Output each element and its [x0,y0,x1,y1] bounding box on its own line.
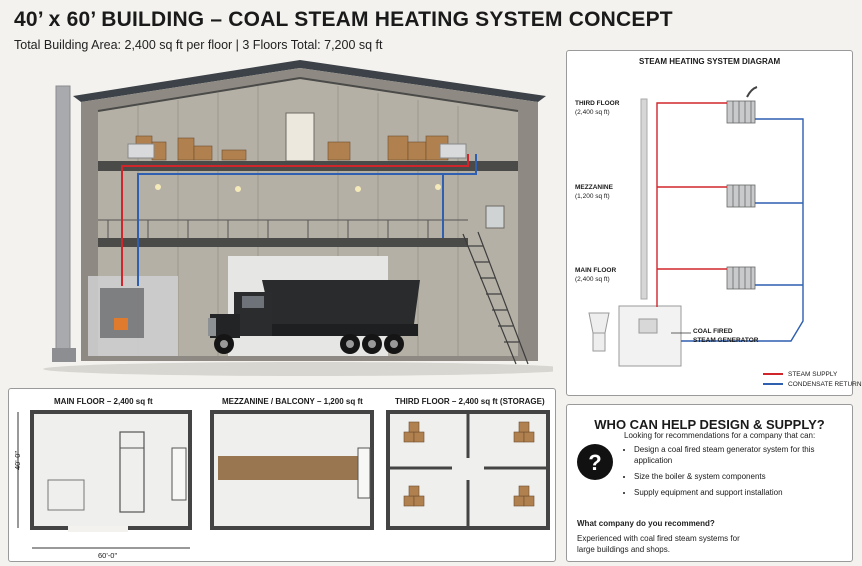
help-question: What company do you recommend? [577,519,715,528]
help-title: WHO CAN HELP DESIGN & SUPPLY? [594,417,825,432]
radiator-icon [726,100,756,290]
help-bullet: Supply equipment and support installatio… [634,487,834,498]
floor-label-third: THIRD FLOOR(2,400 sq ft) [575,100,620,116]
floor-label-main: MAIN FLOOR(2,400 sq ft) [575,267,617,283]
building-illustration [43,60,553,376]
svg-text:?: ? [588,450,601,475]
page-subtitle: Total Building Area: 2,400 sq ft per flo… [14,38,383,52]
help-bullet: Design a coal fired steam generator syst… [634,444,834,466]
page-title: 40’ x 60’ BUILDING – COAL STEAM HEATING … [14,8,673,31]
help-closing: Experienced with coal fired steam system… [577,534,740,554]
plan-caption-main: MAIN FLOOR – 2,400 sq ft [54,397,153,406]
legend-steam-supply: STEAM SUPPLY [788,371,838,378]
steam-diagram-panel: STEAM HEATING SYSTEM DIAGRAM THIRD FLOOR… [566,50,862,396]
legend-condensate-return: CONDENSATE RETURN [788,381,862,388]
help-intro: Looking for recommendations for a compan… [624,431,816,440]
dimension-height: 40'-0" [13,450,23,471]
piping-schematic [588,86,804,385]
plan-caption-third: THIRD FLOOR – 2,400 sq ft (STORAGE) [395,397,545,406]
question-icon: ? [577,444,613,480]
dimension-width: 60'-0" [98,551,118,560]
help-panel: WHO CAN HELP DESIGN & SUPPLY? [566,404,853,562]
floor-label-mezzanine: MEZZANINE(1,200 sq ft) [575,184,613,200]
diagram-title: STEAM HEATING SYSTEM DIAGRAM [639,57,781,66]
plan-caption-mezzanine: MEZZANINE / BALCONY – 1,200 sq ft [222,397,363,406]
help-bullet: Size the boiler & system components [634,471,834,482]
help-bullets: Design a coal fired steam generator syst… [624,444,834,503]
floor-plans [17,410,550,549]
